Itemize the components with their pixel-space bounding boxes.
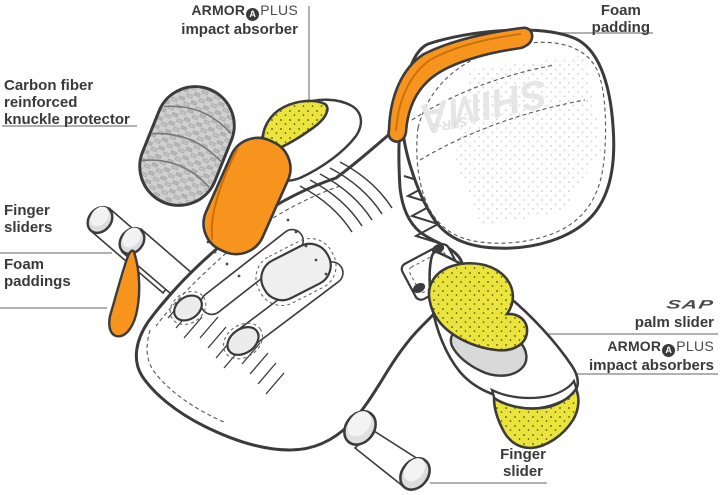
finger-slider-line2: slider [502, 463, 544, 480]
wrist-vent-panel [255, 237, 337, 307]
knuckle-protector-line3: knuckle protector [4, 111, 130, 128]
buckle-knob-bottom [412, 282, 426, 294]
knuckle-orange-pad [202, 136, 292, 256]
finger-slider-line1: Finger [500, 446, 546, 463]
callout-foam-padding-top: Foam padding [592, 2, 650, 36]
armor-a-badge-icon: A [246, 8, 260, 21]
carbon-knuckle-protector [138, 85, 236, 207]
thumb-slider-assembly [343, 410, 431, 491]
palm-slider-label: palm slider [634, 314, 714, 331]
impact-absorbers-bottom-label: impact absorbers [588, 357, 714, 374]
finger-slider-cap-bottom [399, 457, 431, 491]
armor-brand-light-2: PLUS [676, 338, 714, 354]
callout-foam-paddings: Foam paddings [4, 256, 71, 290]
impact-absorber-top-label: impact absorber [181, 21, 298, 38]
armor-brand-bold: ARMOR [191, 2, 246, 18]
knuckle-protector-line2: reinforced [4, 94, 78, 111]
callout-finger-slider-bottom: Finger slider [458, 446, 588, 480]
foam-padding-strip [387, 26, 534, 143]
thumb-tip-slider [343, 410, 377, 446]
callout-palm-slider: SAP palm slider [634, 297, 716, 331]
finger-sliders-line2: sliders [4, 219, 53, 236]
foam-padding-crescent [108, 249, 141, 338]
knuckle-protector-line1: Carbon fiber [4, 77, 94, 94]
callout-knuckle-protector: Carbon fiber reinforced knuckle protecto… [4, 77, 130, 128]
cuff-perforation [455, 55, 602, 226]
gauntlet-cuff: SHIMA STR-2 [400, 28, 616, 250]
armor-brand-light: PLUS [260, 2, 298, 18]
foam-paddings-line2: paddings [4, 273, 71, 290]
foam-paddings-line1: Foam [4, 256, 45, 273]
knuckle-vent-2 [222, 322, 264, 360]
palm-section [427, 250, 580, 450]
armor-a-badge-icon-2: A [662, 344, 676, 357]
foam-padding-line2: padding [591, 19, 650, 36]
armor-brand-bold-2: ARMOR [607, 338, 662, 354]
knuckle-vent-1 [169, 291, 207, 325]
finger-sliders-line1: Finger [4, 202, 50, 219]
impact-absorber-palm-piece [427, 262, 529, 352]
callout-finger-sliders: Finger sliders [4, 202, 52, 236]
finger-slider-cap-2 [118, 226, 146, 256]
foam-padding-line1: Foam [600, 2, 641, 19]
impact-absorber-top-piece [261, 99, 329, 153]
finger-slider-cap-1 [86, 205, 114, 235]
impact-absorber-heel-piece [490, 378, 580, 450]
knuckle-ribs [299, 161, 393, 233]
sap-logo: SAP [665, 297, 716, 312]
